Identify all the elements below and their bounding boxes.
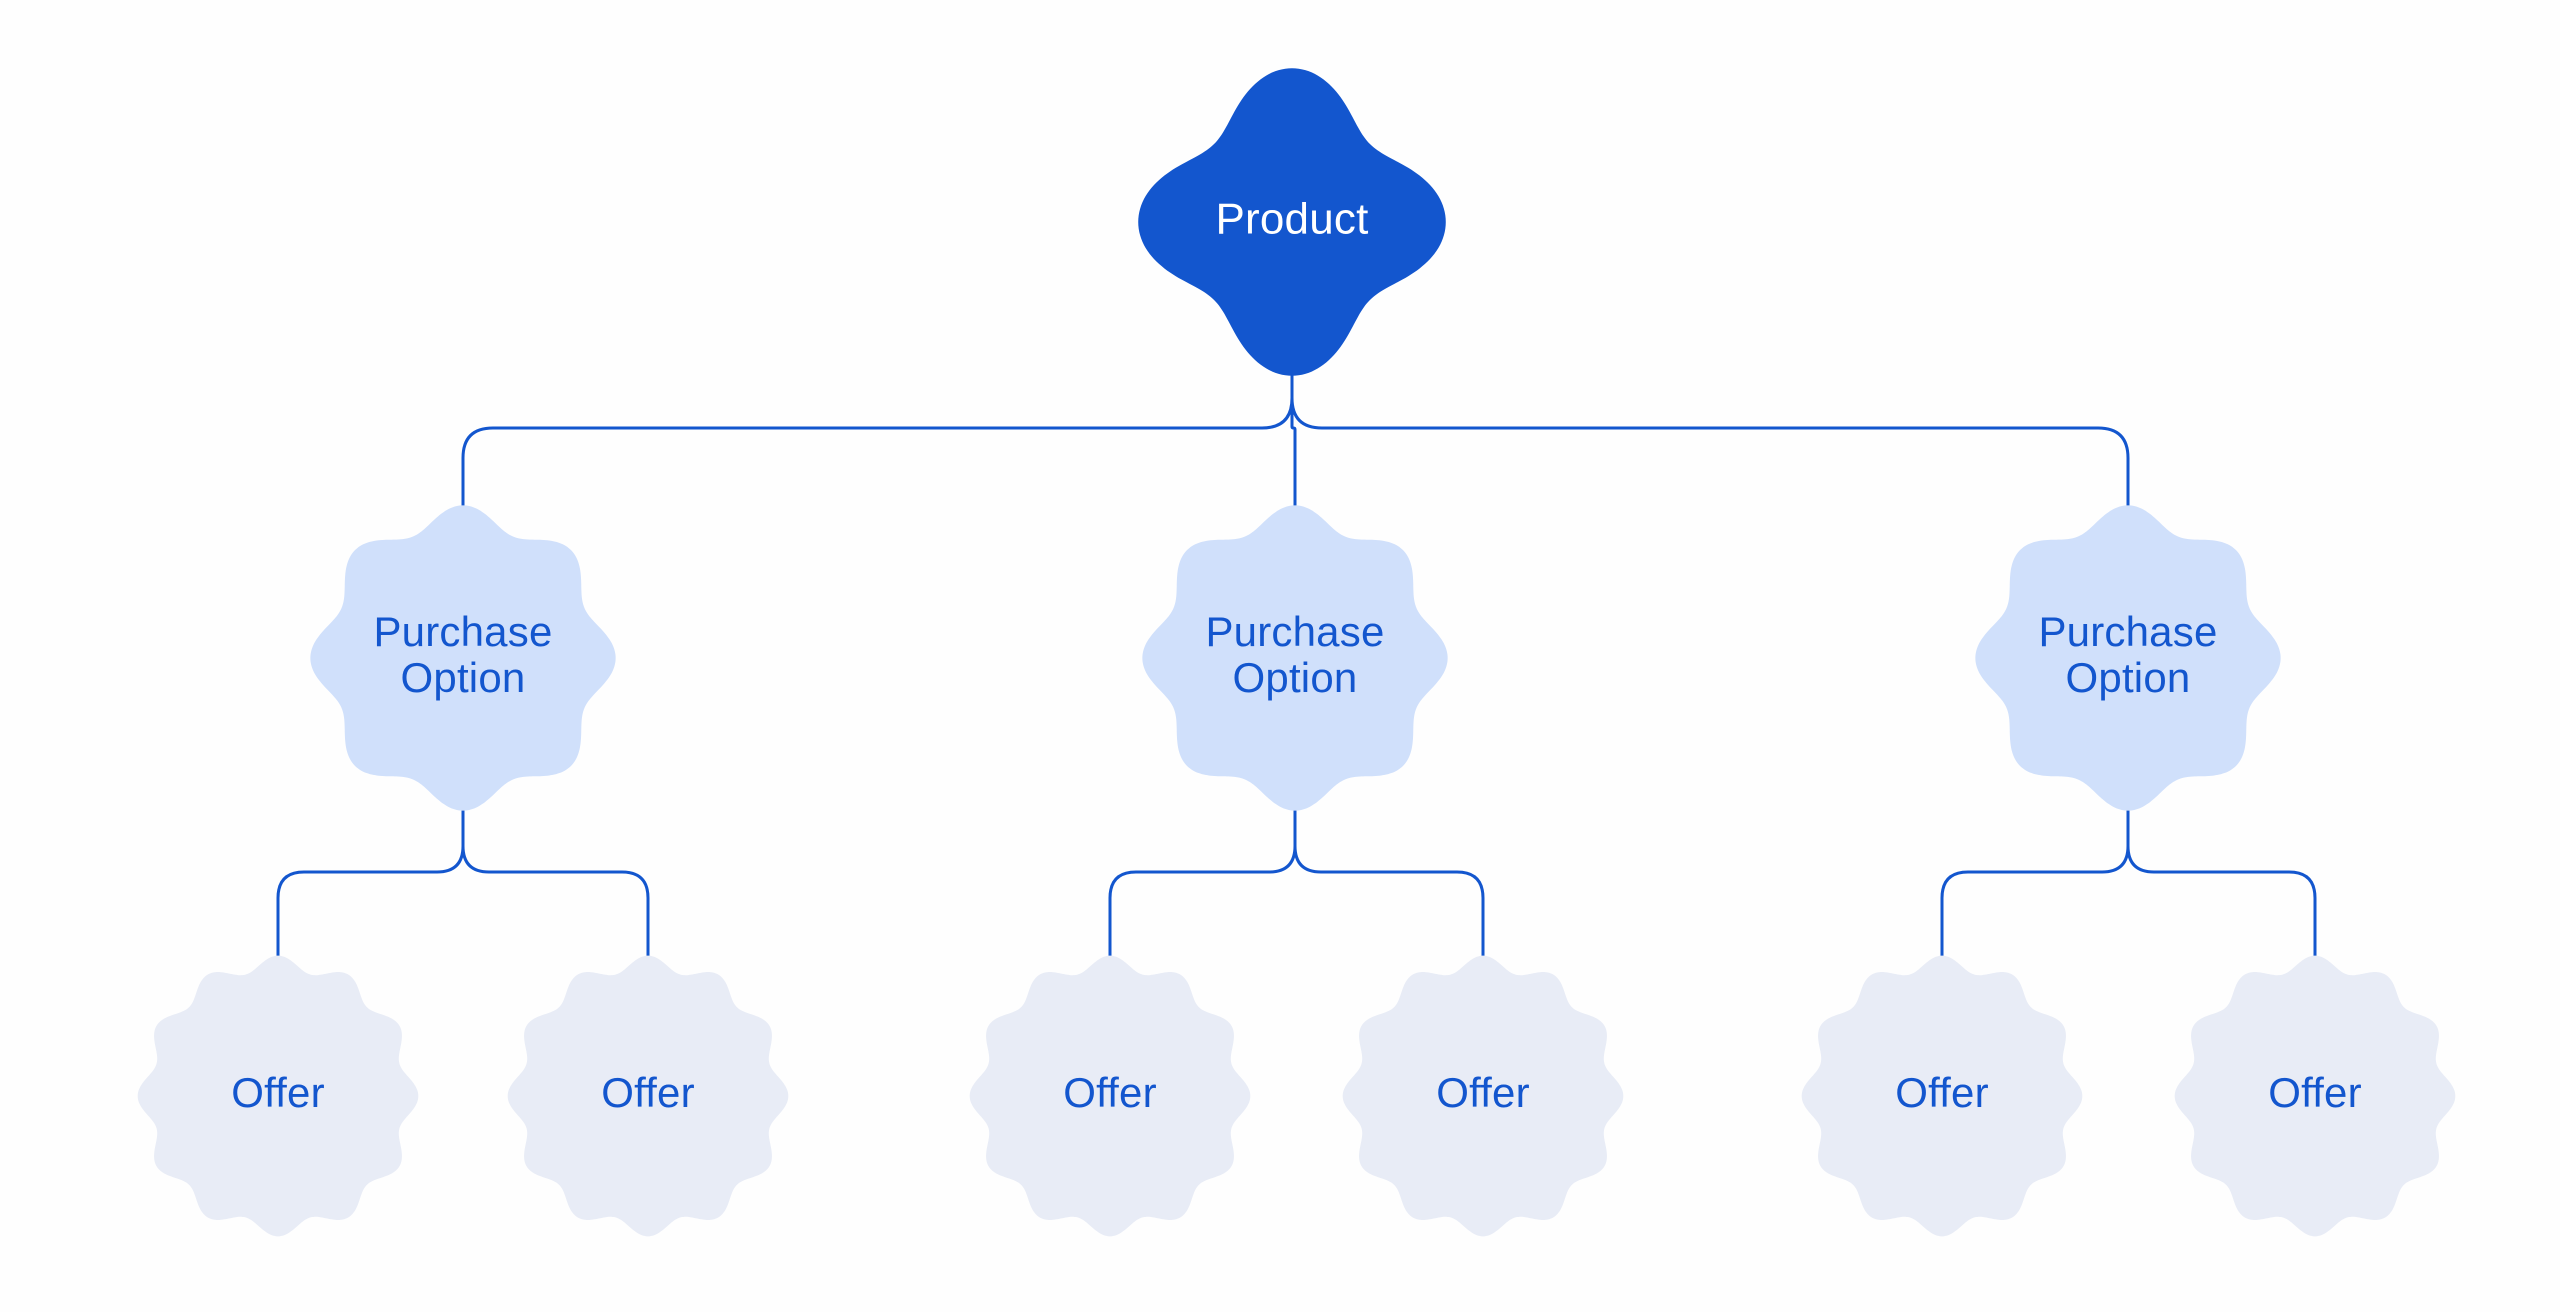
node-offer-1-shape bbox=[137, 955, 419, 1237]
connector-product-to-purchase-option-1 bbox=[461, 350, 1294, 530]
node-offer-2-label: Offer bbox=[601, 1069, 695, 1116]
node-offer-6-label: Offer bbox=[2268, 1069, 2362, 1116]
node-offer-3[interactable]: Offer bbox=[969, 955, 1251, 1237]
connector-purchase-option-3-to-offer-1 bbox=[1940, 798, 2130, 964]
node-purchase-option-1-shape bbox=[310, 505, 616, 811]
node-offer-6-shape bbox=[2174, 955, 2456, 1237]
connector-product-to-purchase-option-2 bbox=[1290, 350, 1297, 530]
node-offer-5-label: Offer bbox=[1895, 1069, 1989, 1116]
connector-product-to-purchase-option-3 bbox=[1290, 350, 2130, 530]
connector-purchase-option-1-to-offer-2 bbox=[461, 798, 650, 964]
node-offer-2-shape bbox=[507, 955, 789, 1237]
connector-purchase-option-1-to-offer-1 bbox=[276, 798, 465, 964]
node-offer-1-label: Offer bbox=[231, 1069, 325, 1116]
node-product[interactable]: Product bbox=[1138, 68, 1446, 376]
node-offer-4[interactable]: Offer bbox=[1342, 955, 1624, 1237]
node-offer-3-shape bbox=[969, 955, 1251, 1237]
node-offer-1[interactable]: Offer bbox=[137, 955, 419, 1237]
node-offer-2[interactable]: Offer bbox=[507, 955, 789, 1237]
node-product-label: Product bbox=[1215, 195, 1368, 244]
connector-purchase-option-3-to-offer-2 bbox=[2126, 798, 2317, 964]
node-purchase-option-2-label: Purchase bbox=[1205, 608, 1384, 655]
connector-purchase-option-2-to-offer-2 bbox=[1293, 798, 1485, 964]
node-offer-4-label: Offer bbox=[1436, 1069, 1530, 1116]
node-purchase-option-2-label: Option bbox=[1233, 654, 1358, 701]
connector-purchase-option-2-to-offer-1 bbox=[1108, 798, 1297, 964]
node-offer-3-label: Offer bbox=[1063, 1069, 1157, 1116]
node-purchase-option-2-shape bbox=[1142, 505, 1448, 811]
node-purchase-option-3-label: Option bbox=[2066, 654, 2191, 701]
node-purchase-option-3-label: Purchase bbox=[2038, 608, 2217, 655]
node-offer-5[interactable]: Offer bbox=[1801, 955, 2083, 1237]
node-purchase-option-1-label: Purchase bbox=[373, 608, 552, 655]
node-offer-5-shape bbox=[1801, 955, 2083, 1237]
node-purchase-option-3-shape bbox=[1975, 505, 2281, 811]
node-purchase-option-1-label: Option bbox=[401, 654, 526, 701]
node-offer-6[interactable]: Offer bbox=[2174, 955, 2456, 1237]
node-offer-4-shape bbox=[1342, 955, 1624, 1237]
node-product-shape bbox=[1138, 68, 1446, 376]
connector-layer bbox=[276, 350, 2317, 964]
